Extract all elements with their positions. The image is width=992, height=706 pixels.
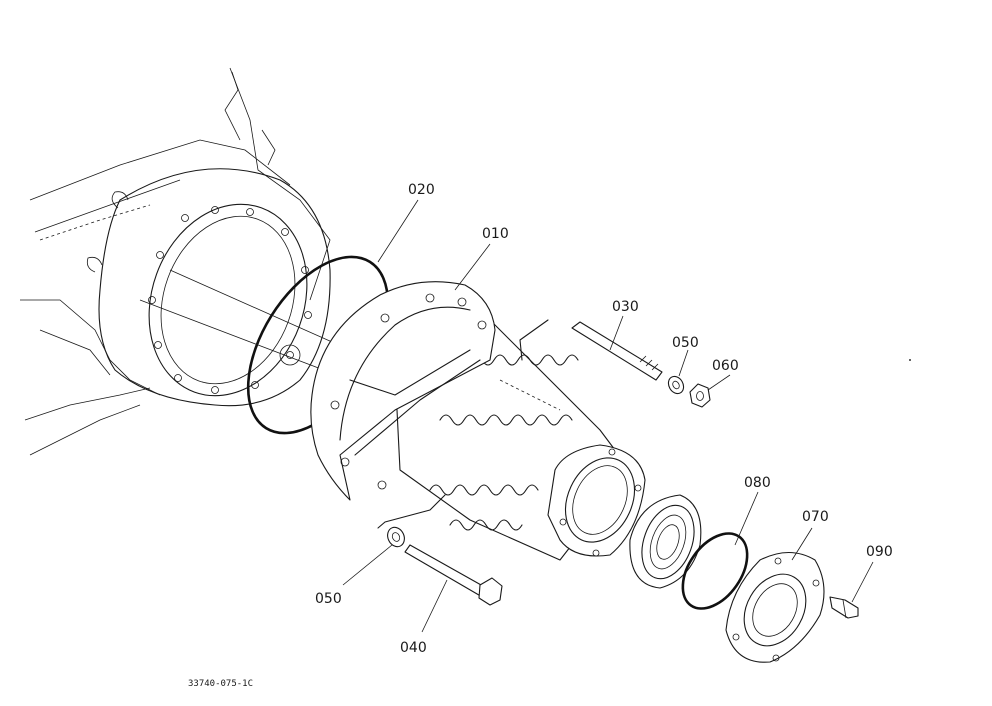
speck (909, 359, 911, 361)
callout-060: 060 (712, 358, 739, 374)
o-ring-080 (681, 532, 749, 610)
bolt-090 (829, 596, 859, 619)
bearing-cover-070 (725, 551, 825, 663)
callout-labels: 020 010 030 050 060 080 070 090 050 040 (315, 182, 893, 656)
nut-060 (689, 383, 711, 408)
callout-010: 010 (482, 226, 509, 242)
housing-bolt-holes (148, 206, 312, 394)
bolt-040 (377, 494, 503, 606)
callout-040: 040 (400, 640, 427, 656)
callout-090: 090 (866, 544, 893, 560)
cooling-fins (429, 354, 579, 531)
callout-050-upper: 050 (672, 335, 699, 351)
leader-lines (342, 199, 874, 633)
transmission-housing (20, 67, 331, 456)
washer-050-lower (387, 526, 405, 548)
callout-020: 020 (408, 182, 435, 198)
callout-080: 080 (744, 475, 771, 491)
callout-030: 030 (612, 299, 639, 315)
callout-050-lower: 050 (315, 591, 342, 607)
stud-030 (519, 319, 663, 381)
washer-050-upper (667, 375, 685, 395)
assembly-axis-line-lower (139, 299, 351, 381)
flange-bolt-holes (330, 293, 487, 490)
bearing (629, 494, 702, 589)
axle-housing-010 (310, 281, 646, 561)
drawing-code: 33740-075-1C (188, 679, 253, 689)
callout-070: 070 (802, 509, 829, 525)
